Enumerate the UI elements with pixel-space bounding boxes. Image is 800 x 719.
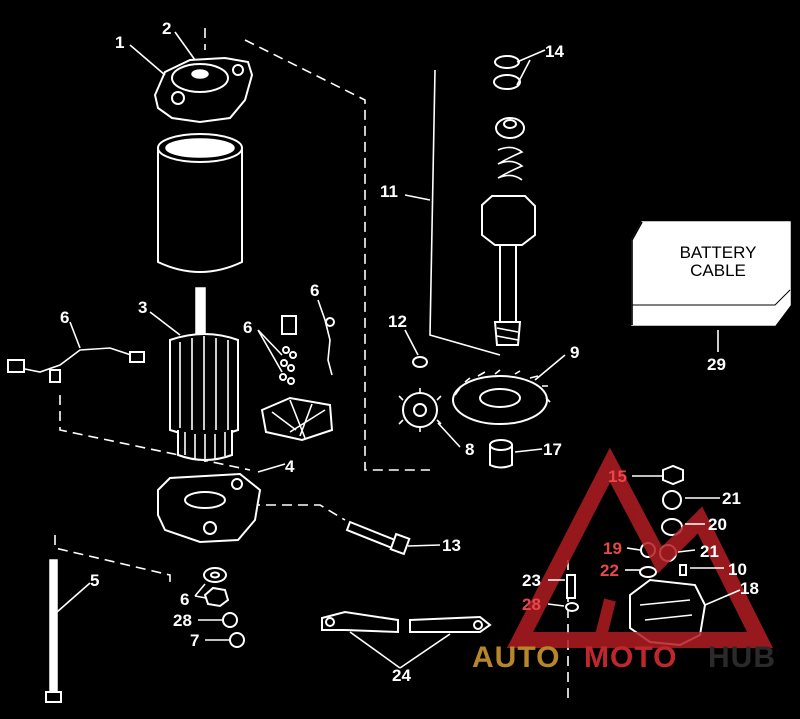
callout-20: 20	[708, 515, 727, 534]
callout-11: 11	[380, 182, 398, 201]
drive-assembly-part	[481, 55, 536, 346]
callout-29: 29	[707, 355, 726, 374]
leader-lines	[56, 31, 741, 669]
callout-22: 22	[600, 561, 619, 580]
callout-5: 5	[90, 571, 99, 590]
gear-set-part	[398, 356, 551, 469]
callout-28-left: 28	[173, 611, 192, 630]
callout-6-springs: 6	[243, 318, 252, 337]
callout-28-right: 28	[522, 595, 541, 614]
callout-21-lower: 21	[700, 542, 719, 561]
armature-part	[169, 287, 239, 462]
strap-part	[321, 610, 492, 634]
washer-nut-stack	[203, 567, 245, 648]
watermark-text: AUTO MOTO HUB	[472, 641, 776, 674]
callout-6-washer: 6	[180, 590, 189, 609]
callout-9: 9	[570, 343, 579, 362]
callout-8: 8	[465, 440, 474, 459]
wire-lead-part	[7, 347, 145, 383]
brush-plate-part	[260, 396, 334, 442]
callout-3: 3	[138, 298, 147, 317]
callout-6-screw: 6	[310, 281, 319, 300]
callout-19: 19	[603, 539, 622, 558]
watermark-logo-graphic	[506, 447, 773, 648]
watermark-part3: HUB	[708, 641, 776, 674]
battery-cable-label-line1: BATTERY	[680, 243, 757, 262]
callout-labels: 1 2 3 4 5 6 6 6 6 7 8 9 10 11 12 13 14 1…	[60, 19, 759, 685]
callout-14: 14	[545, 42, 564, 61]
callout-6-wire: 6	[60, 308, 69, 327]
watermark-part1: AUTO	[472, 641, 560, 674]
bolt-part	[345, 520, 411, 556]
callout-7: 7	[190, 631, 199, 650]
callout-23: 23	[522, 571, 541, 590]
brush-springs-part	[279, 315, 335, 385]
callout-4: 4	[285, 457, 295, 476]
frame-housing-part	[157, 133, 243, 273]
battery-cable-box	[631, 221, 791, 326]
callout-15: 15	[608, 467, 627, 486]
solenoid-part	[565, 464, 707, 647]
callout-1: 1	[115, 33, 124, 52]
callout-13: 13	[442, 536, 461, 555]
battery-cable-label-line2: CABLE	[690, 261, 746, 280]
callout-17: 17	[543, 440, 562, 459]
end-frame-part	[157, 472, 262, 544]
callout-10: 10	[728, 560, 747, 579]
end-cap-part	[153, 56, 254, 124]
callout-21-upper: 21	[722, 489, 741, 508]
callout-12: 12	[388, 312, 407, 331]
watermark-part2: MOTO	[584, 641, 677, 674]
assembly-guide-lines	[54, 28, 569, 700]
callout-2: 2	[162, 19, 171, 38]
through-bolt-part	[45, 559, 62, 703]
callout-24: 24	[392, 666, 411, 685]
callout-18: 18	[740, 579, 759, 598]
